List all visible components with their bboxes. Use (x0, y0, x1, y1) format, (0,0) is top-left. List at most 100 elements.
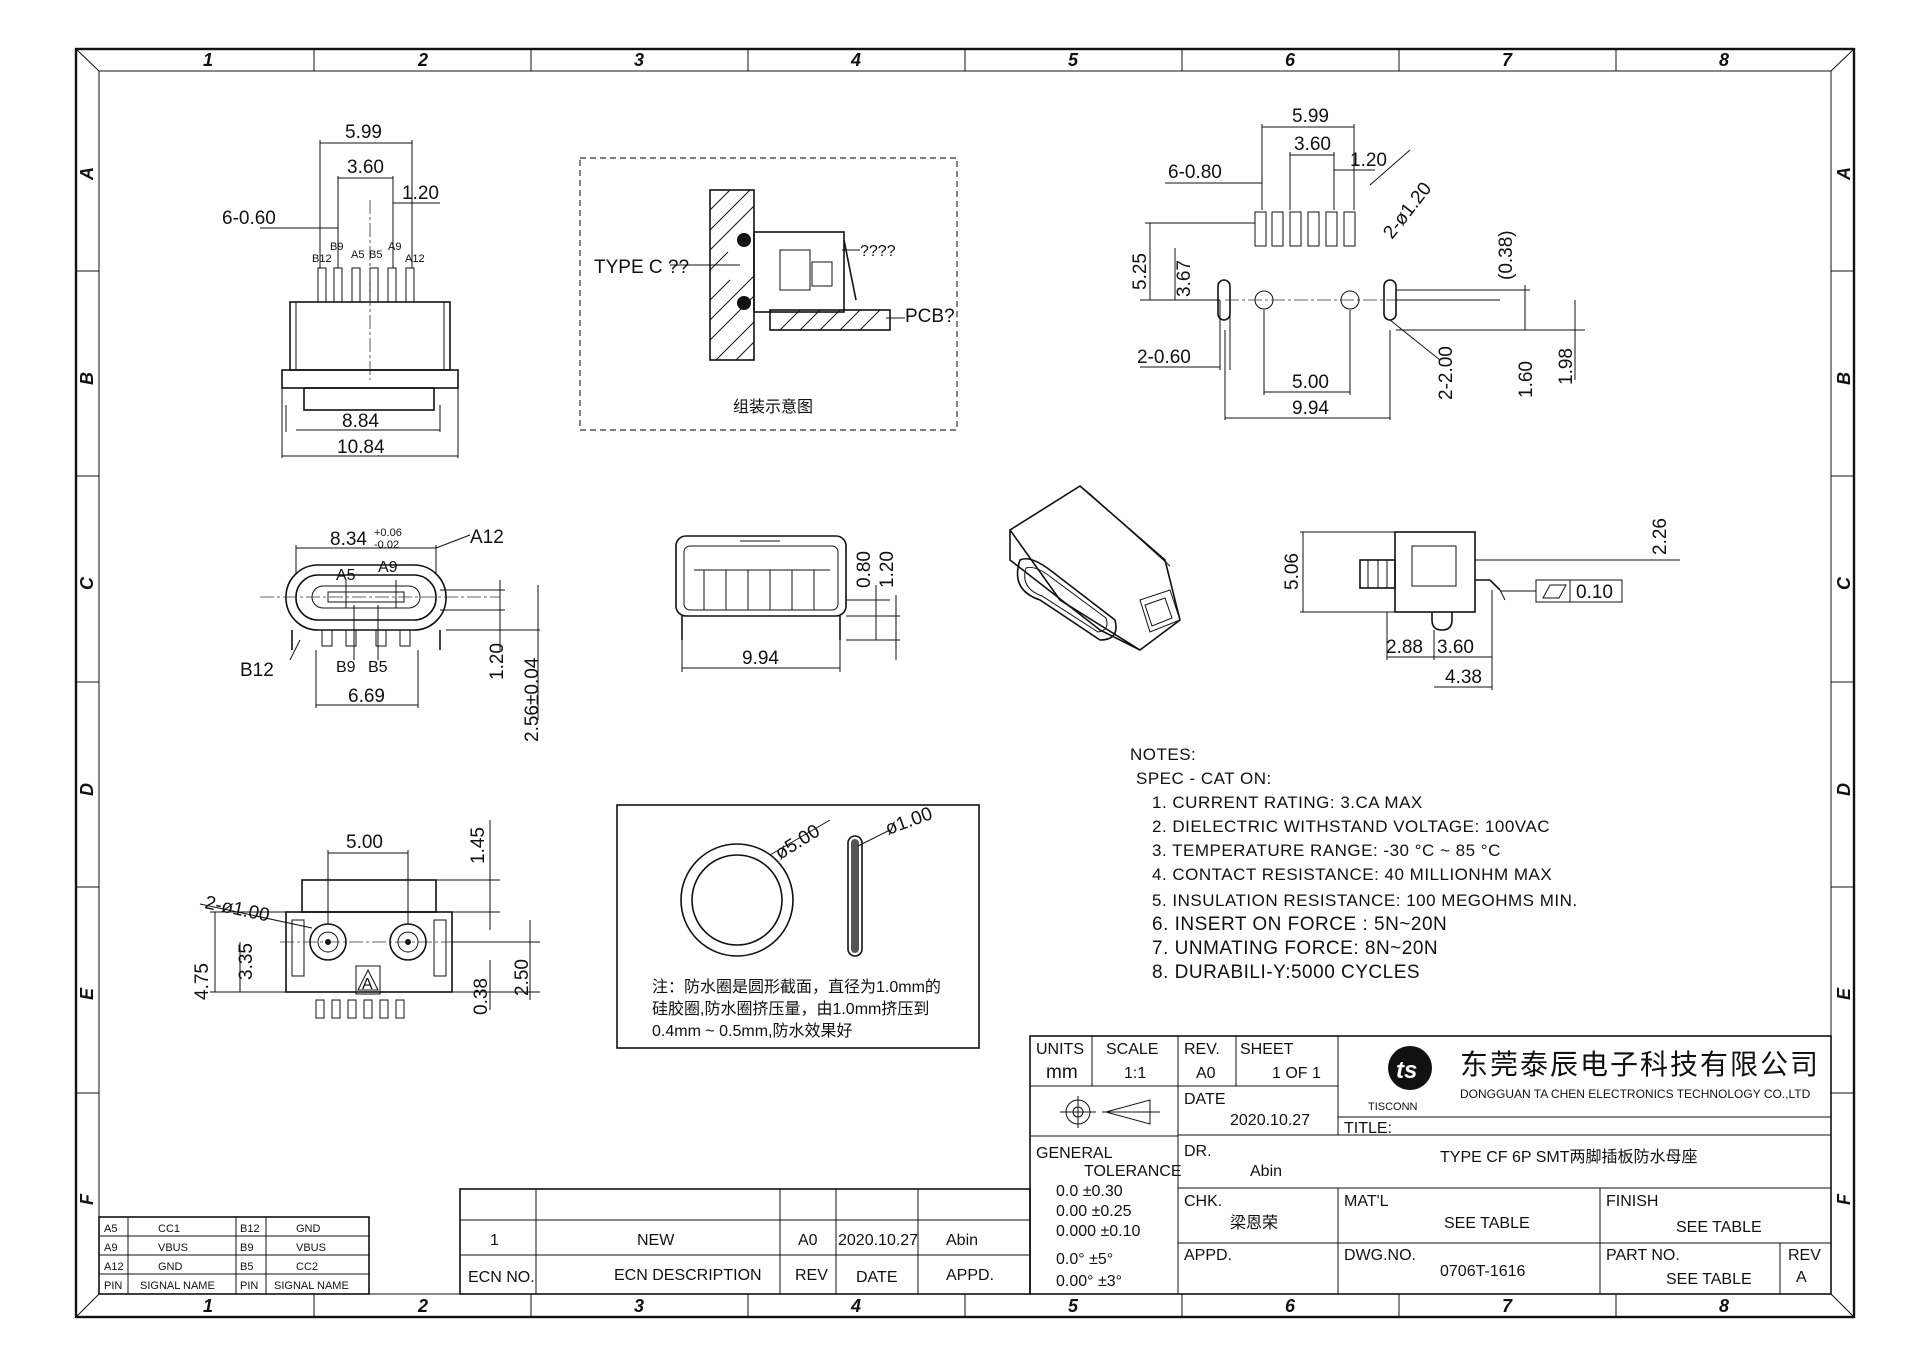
view-top-right: 5.99 3.60 1.20 6-0.80 2-ø1.20 5.25 3.67 … (1130, 106, 1585, 420)
view-top-left: 5.99 3.60 1.20 6-0.60 8.84 10.84 B12 B9 … (222, 122, 459, 458)
assembly-caption: 组装示意图 (733, 397, 813, 416)
pin-a9-label: A9 (378, 559, 398, 576)
zone-col-4: 4 (850, 50, 861, 70)
company-logo: ts TISCONN (1368, 1046, 1432, 1113)
zone-row-e: E (77, 987, 97, 1000)
zone-row-c-r: C (1834, 576, 1854, 590)
tb-chk-value: 梁恩荣 (1230, 1214, 1278, 1232)
pin-label-a5: A5 (351, 249, 364, 261)
dim-5-00-b: 5.00 (346, 832, 383, 853)
pin-b12-label: B12 (240, 660, 274, 681)
seal-note-line-2: 硅胶圈,防水圈挤压量，由1.0mm挤压到 (652, 1000, 929, 1018)
tb-dwg-value: 0706T-1616 (1440, 1263, 1526, 1280)
seal-ring-box: ø5.00 ø1.00 注：防水圈是圆形截面，直径为1.0mm的 硅胶圈,防水圈… (616, 803, 980, 1049)
tb-scale-label: SCALE (1106, 1041, 1158, 1058)
pin-cell-r1c4: GND (296, 1223, 321, 1235)
tb-tol-3: 0.000 ±0.10 (1056, 1223, 1141, 1240)
pin-cell-r3c4: CC2 (296, 1261, 318, 1273)
zone-row-labels-left: A B C D E F (77, 167, 97, 1205)
outer-border (74, 47, 1856, 1319)
tb-date-label: DATE (1184, 1091, 1225, 1108)
tb-finish-label: FINISH (1606, 1193, 1658, 1210)
label-typec: TYPE C ?? (594, 257, 689, 278)
dim-8-34: 8.34 (330, 529, 367, 550)
tb-date-value: 2020.10.27 (1230, 1112, 1310, 1129)
label-qqqq: ???? (860, 243, 896, 260)
tb-general: GENERAL (1036, 1145, 1113, 1162)
note-item-7: 7. UNMATING FORCE: 8N~20N (1152, 938, 1438, 959)
tol-minus-002: -0.02 (374, 539, 399, 551)
dim-1-98: 1.98 (1556, 348, 1577, 385)
tb-chk-label: CHK. (1184, 1193, 1222, 1210)
pin-b9-label: B9 (336, 659, 356, 676)
ecn-header-desc: ECN DESCRIPTION (614, 1267, 762, 1284)
notes-header: NOTES: (1130, 745, 1196, 764)
zone-column-labels-bottom: 1 2 3 4 5 6 7 8 (203, 1296, 1729, 1316)
tb-title-value: TYPE CF 6P SMT两脚插板防水母座 (1440, 1148, 1698, 1166)
zone-col-5: 5 (1068, 50, 1079, 70)
tb-dr-value: Abin (1250, 1163, 1282, 1180)
tol-plus-006: +0.06 (374, 527, 402, 539)
dim-seal-outer: ø5.00 (772, 821, 824, 865)
pin-b5-label: B5 (368, 659, 388, 676)
ecn-table: 1 NEW A0 2020.10.27 Abin ECN NO. ECN DES… (459, 1188, 1031, 1295)
pin-label-b9: B9 (330, 241, 343, 253)
svg-text:ts: ts (1396, 1057, 1417, 1084)
seal-note-line-3: 0.4mm ~ 0.5mm,防水效果好 (652, 1022, 852, 1040)
dim-2-060: 2-0.60 (1137, 347, 1191, 368)
dim-0-80: 0.80 (854, 551, 875, 588)
note-item-4: 4. CONTACT RESISTANCE: 40 MILLIONHM MAX (1152, 865, 1552, 884)
ecn-desc-value: NEW (637, 1232, 675, 1249)
zone-row-b: B (77, 372, 97, 385)
dim-2-26: 2.26 (1650, 518, 1671, 555)
zone-col-3-b: 3 (634, 1296, 644, 1316)
zone-col-2-b: 2 (417, 1296, 428, 1316)
dim-9-94-b: 9.94 (742, 648, 779, 669)
pin-header-3: PIN (240, 1280, 258, 1292)
dim-2-56: 2.56±0.04 (522, 657, 543, 742)
pin-cell-r1c1: A5 (104, 1223, 117, 1235)
view-side: 5.06 2.26 2.88 3.60 4.38 0.10 (1282, 518, 1680, 690)
dim-3-60-c: 3.60 (1437, 637, 1474, 658)
zone-col-3: 3 (634, 50, 644, 70)
zone-row-d-r: D (1834, 783, 1854, 796)
tb-sheet-value: 1 OF 1 (1272, 1065, 1321, 1082)
zone-row-c: C (77, 576, 97, 590)
pin-a5-label: A5 (336, 567, 356, 584)
tb-tol-5: 0.00° ±3° (1056, 1273, 1122, 1290)
zone-col-6-b: 6 (1285, 1296, 1296, 1316)
dim-5-99-a: 5.99 (345, 122, 382, 143)
dim-2-dia100: 2-ø1.00 (203, 892, 271, 926)
zone-col-6: 6 (1285, 50, 1296, 70)
notes-sub: SPEC - CAT ON: (1136, 769, 1272, 788)
pin-cell-r3c2: GND (158, 1261, 183, 1273)
dim-038-paren: (0.38) (1496, 230, 1517, 280)
zone-row-f: F (77, 1193, 97, 1205)
tb-rev-label: REV. (1184, 1041, 1220, 1058)
tb-scale-value: 1:1 (1124, 1065, 1146, 1082)
zone-col-8-b: 8 (1719, 1296, 1729, 1316)
zone-row-labels-right: A B C D E F (1834, 167, 1854, 1205)
dim-1-20-c: 1.20 (487, 643, 508, 680)
zone-col-1-b: 1 (203, 1296, 213, 1316)
pin-header-1: PIN (104, 1280, 122, 1292)
zone-col-8: 8 (1719, 50, 1729, 70)
dim-1-60: 1.60 (1516, 361, 1537, 398)
company-name-cn: 东莞泰辰电子科技有限公司 (1460, 1049, 1820, 1080)
dim-seal-wire: ø1.00 (883, 803, 936, 839)
ecn-no-value: 1 (490, 1232, 499, 1249)
note-item-6: 6. INSERT ON FORCE : 5N~20N (1152, 914, 1447, 935)
ecn-rev-value: A0 (798, 1232, 818, 1249)
dim-1-20-a: 1.20 (402, 183, 439, 204)
pin-table: A5 CC1 B12 GND A9 VBUS B9 VBUS A12 GND B… (98, 1216, 370, 1295)
zone-col-4-b: 4 (850, 1296, 861, 1316)
tb-title-label: TITLE: (1344, 1120, 1392, 1137)
pin-cell-r2c4: VBUS (296, 1242, 326, 1254)
dim-2-88: 2.88 (1386, 637, 1423, 658)
pin-header-2: SIGNAL NAME (140, 1280, 215, 1292)
tb-tolerance: TOLERANCE (1084, 1163, 1182, 1180)
zone-row-b-r: B (1834, 372, 1854, 385)
ecn-appd-value: Abin (946, 1232, 978, 1249)
zone-row-a: A (77, 167, 97, 181)
zone-col-2: 2 (417, 50, 428, 70)
